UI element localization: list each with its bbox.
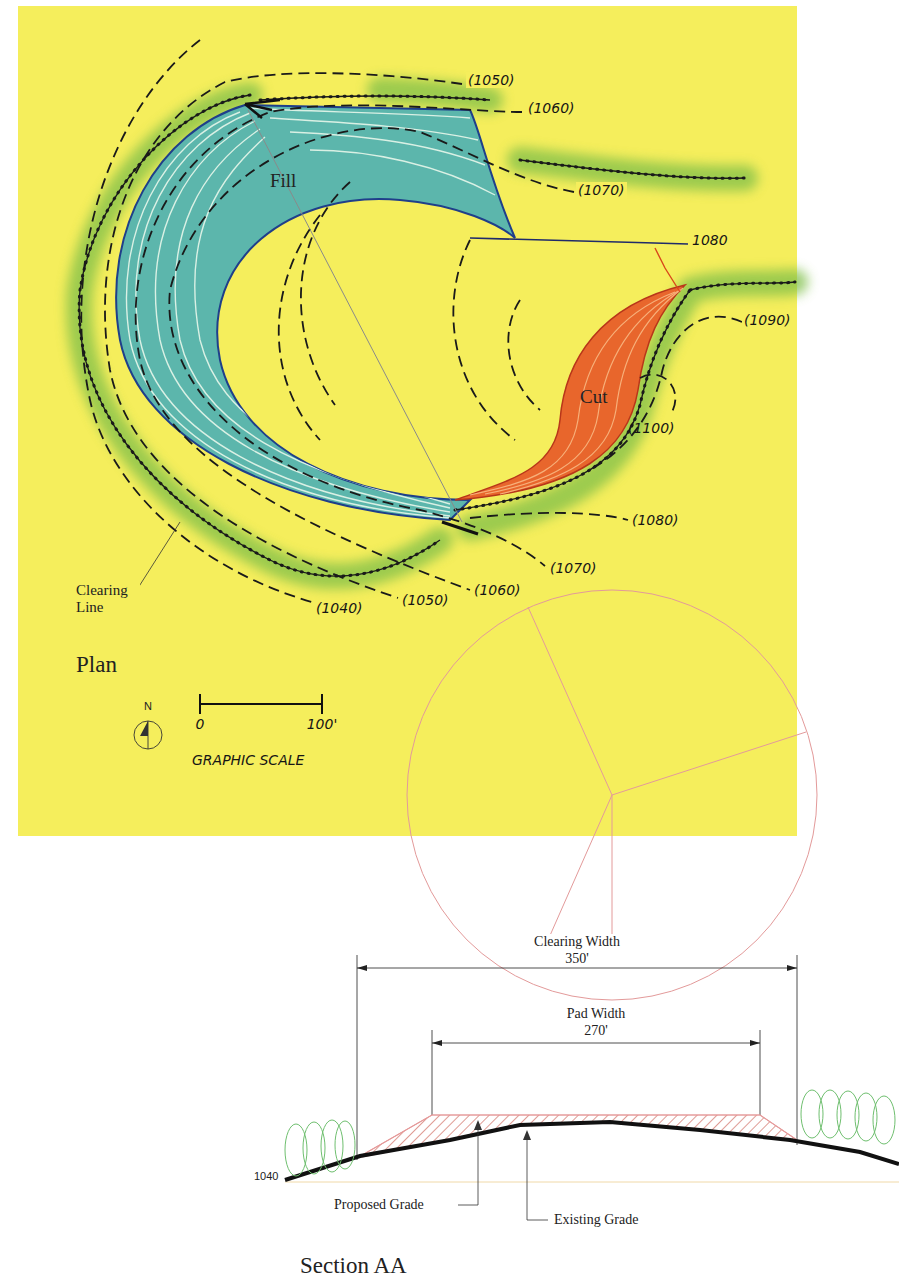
contour-label: (1070) xyxy=(548,560,599,576)
detail-circle xyxy=(407,590,817,1000)
section-marker xyxy=(442,522,478,534)
existing-grade xyxy=(285,1122,899,1180)
fill-area xyxy=(116,105,515,520)
contour-label: (1060) xyxy=(526,100,577,116)
tree-symbols xyxy=(285,1090,895,1176)
datum-line xyxy=(285,1182,899,1183)
dimension-value: 350' xyxy=(563,951,591,967)
grade-label: Existing Grade xyxy=(552,1212,640,1228)
contour-label: (1070) xyxy=(576,182,627,198)
cut-edge xyxy=(655,248,680,292)
contour-label: (1040) xyxy=(314,600,365,616)
contour-label: (1060) xyxy=(472,582,523,598)
contour-label: (1050) xyxy=(400,592,451,608)
contour-label: (1080) xyxy=(630,512,681,528)
leader-line xyxy=(458,1124,548,1220)
dimension-label: Clearing Width xyxy=(532,934,622,950)
scale-title: GRAPHIC SCALE xyxy=(190,752,306,768)
north-label: N xyxy=(142,700,154,713)
dimension-value: 270' xyxy=(582,1023,610,1039)
section-marker xyxy=(245,100,280,118)
dimension-arrows xyxy=(357,965,797,1046)
view-title: Section AA xyxy=(298,1253,409,1279)
contour-label: (1100) xyxy=(626,420,677,436)
proposed-contour xyxy=(470,238,688,244)
grade-label: Proposed Grade xyxy=(332,1197,426,1213)
elevation-label: 1040 xyxy=(252,1170,280,1183)
cut-area xyxy=(455,285,685,500)
section-line xyxy=(248,110,462,522)
contour-label: 1080 xyxy=(690,232,730,248)
graphic-scale xyxy=(200,694,322,714)
callout-label: Clearing Line xyxy=(74,582,140,617)
fill-label: Fill xyxy=(268,170,298,192)
fill-hatching xyxy=(126,108,495,518)
dimension-lines xyxy=(357,955,797,1160)
view-title: Plan xyxy=(74,652,119,678)
paper-ground xyxy=(18,6,797,836)
north-arrow xyxy=(134,721,162,749)
contour-label: (1090) xyxy=(742,312,793,328)
cut-label: Cut xyxy=(578,386,609,408)
scale-number: 100' xyxy=(305,716,340,732)
existing-contours xyxy=(81,40,742,602)
cut-hatching xyxy=(470,288,683,495)
scale-number: 0 xyxy=(194,716,207,732)
clearing-line xyxy=(79,95,795,576)
tree-line-glow xyxy=(79,90,795,576)
contour-label: (1050) xyxy=(466,72,517,88)
leader-line xyxy=(138,522,180,588)
dimension-label: Pad Width xyxy=(565,1006,628,1022)
